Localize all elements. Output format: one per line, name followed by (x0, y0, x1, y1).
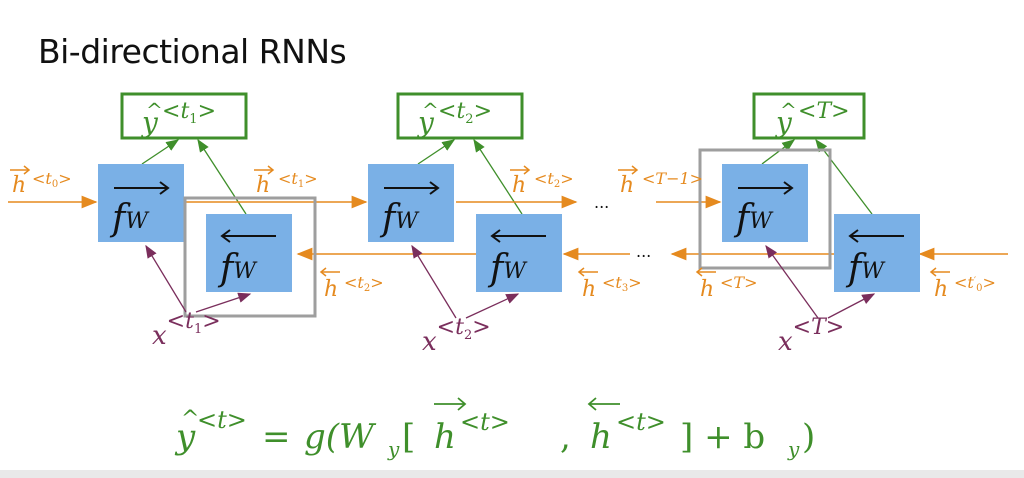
svg-text:h: h (582, 277, 596, 302)
svg-text:<T>: <T> (798, 99, 850, 124)
highlight-box-right (698, 148, 832, 270)
svg-text:=: = (262, 417, 291, 457)
forward-block-2: fW (368, 164, 454, 242)
forward-block-1: fW (98, 164, 184, 242)
svg-text:y: y (774, 106, 793, 139)
svg-text:h: h (512, 173, 526, 198)
output-formula: y ^ <t> = g(W y [ h <t> , h <t> ] + b y … (174, 397, 815, 461)
svg-text:^: ^ (146, 98, 163, 122)
output-box-T: y ^ <T> (752, 92, 866, 140)
ellipsis-backward: ... (636, 242, 651, 261)
svg-text:^: ^ (780, 98, 797, 122)
backward-state-label-2: h <t3> (577, 267, 642, 302)
svg-text:<t>: <t> (616, 408, 666, 436)
forward-block-T: fW (722, 164, 808, 242)
backward-state-label-T: h <T> (695, 267, 757, 302)
svg-text:y: y (416, 106, 435, 139)
backward-state-label-1: h <t2> (319, 267, 384, 302)
svg-text:<t2>: <t2> (534, 169, 574, 190)
svg-text:<T−1>: <T−1> (642, 169, 703, 188)
svg-text:y: y (174, 417, 196, 457)
input-label-T: x<T> (778, 315, 844, 357)
input-label-1: x<t1> (152, 309, 221, 351)
svg-text:fW: fW (845, 248, 886, 289)
forward-state-label-T-1: h <T−1> (618, 165, 703, 198)
svg-text:fW: fW (487, 248, 528, 289)
svg-text:,: , (560, 417, 571, 457)
svg-text:fW: fW (733, 198, 774, 239)
input-label-2: x<t2> (422, 315, 491, 357)
svg-text:h: h (700, 277, 714, 302)
ellipsis-forward: ... (594, 193, 609, 212)
svg-text:<t2>: <t2> (344, 273, 384, 294)
backward-block-2: fW (476, 214, 562, 292)
svg-text:y: y (787, 437, 800, 461)
output-box-1: y ^ <t1> (120, 92, 248, 140)
svg-text:<t>: <t> (197, 406, 247, 434)
input-arrows (145, 244, 876, 319)
svg-text:h: h (434, 417, 456, 457)
svg-text:<t1>: <t1> (278, 169, 318, 190)
forward-state-label-2: h <t2> (510, 165, 574, 198)
output-var: y (140, 106, 159, 139)
bottom-bar (0, 470, 1024, 478)
backward-state-label-final: h <t′0> (929, 267, 996, 302)
svg-text:<t0>: <t0> (32, 169, 72, 190)
svg-text:[: [ (402, 417, 415, 457)
svg-text:h: h (324, 277, 338, 302)
svg-text:g(W: g(W (304, 417, 377, 457)
svg-text:h: h (256, 173, 270, 198)
backward-block-1: fW (206, 214, 292, 292)
svg-text:h: h (590, 417, 612, 457)
forward-state-label-0: h <t0> (10, 165, 72, 198)
svg-text:y: y (387, 437, 400, 461)
output-box-2: y ^ <t2> (396, 92, 524, 140)
svg-text:h: h (620, 173, 634, 198)
svg-text:^: ^ (422, 98, 439, 122)
svg-text:<t2>: <t2> (438, 99, 492, 127)
svg-text:<T>: <T> (720, 273, 757, 292)
svg-text:^: ^ (181, 407, 199, 432)
svg-text:): ) (802, 417, 815, 457)
svg-text:fW: fW (109, 198, 150, 239)
svg-text:<t′0>: <t′0> (954, 273, 996, 294)
svg-text:] + b: ] + b (680, 417, 765, 457)
slide-title: Bi-directional RNNs (38, 32, 347, 71)
highlight-box-left (183, 196, 317, 318)
forward-state-label-1: h <t1> (254, 165, 318, 198)
backward-block-T: fW (834, 214, 920, 292)
svg-text:<t3>: <t3> (602, 273, 642, 294)
svg-text:fW: fW (217, 248, 258, 289)
svg-text:<t>: <t> (460, 408, 510, 436)
svg-text:fW: fW (379, 198, 420, 239)
svg-text:h: h (12, 173, 26, 198)
svg-text:h: h (934, 277, 948, 302)
svg-text:<t1>: <t1> (162, 99, 216, 127)
